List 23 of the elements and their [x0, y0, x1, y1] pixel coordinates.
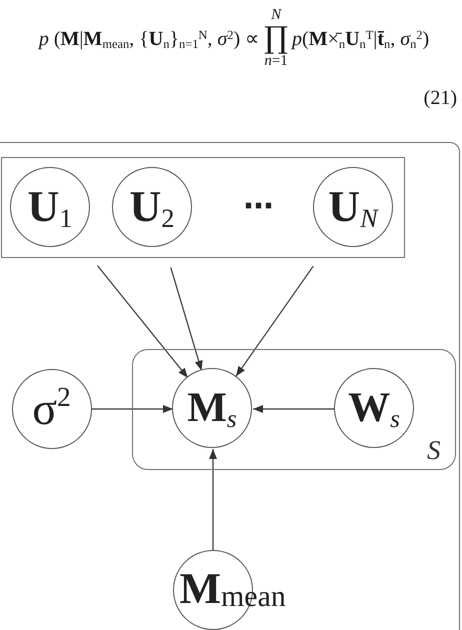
outer-plate-frame	[0, 142, 460, 630]
equation-text: p (M|M$_{mean}$, {U$_{n}$}$_{n=1}$$^{N}$, σ$^{2}$) ∝	[38, 26, 260, 51]
ellipsis: ⋯	[244, 192, 274, 222]
plate-label: S	[427, 436, 440, 464]
product-symbol: ∏	[264, 24, 288, 54]
arrow	[253, 405, 335, 413]
plate-frame	[0, 156, 404, 258]
equation-text: p(M×̄$_{n}$U$_{n}$$^{T}$|t̄$_{n}$, σ$_{n}$$^{2}$)	[292, 26, 430, 51]
variable-symbol: U$_{N}$	[328, 185, 378, 229]
limit-text: N	[271, 8, 282, 24]
plate-frame	[132, 348, 456, 470]
arrow	[170, 267, 203, 371]
arrow	[92, 405, 173, 413]
arrow	[209, 449, 217, 550]
variable-symbol: U$_{1}$	[28, 185, 72, 229]
equation-number: (21)	[424, 86, 457, 110]
arrow	[236, 266, 314, 377]
variable-symbol: W$_{s}$	[348, 387, 400, 429]
limit-text: n=1	[264, 54, 288, 70]
variable-symbol: M$_{s}$	[187, 387, 237, 429]
variable-symbol: U$_{2}$	[130, 185, 174, 229]
variable-symbol: σ$^{2}$	[32, 386, 71, 432]
arrow	[97, 265, 188, 378]
